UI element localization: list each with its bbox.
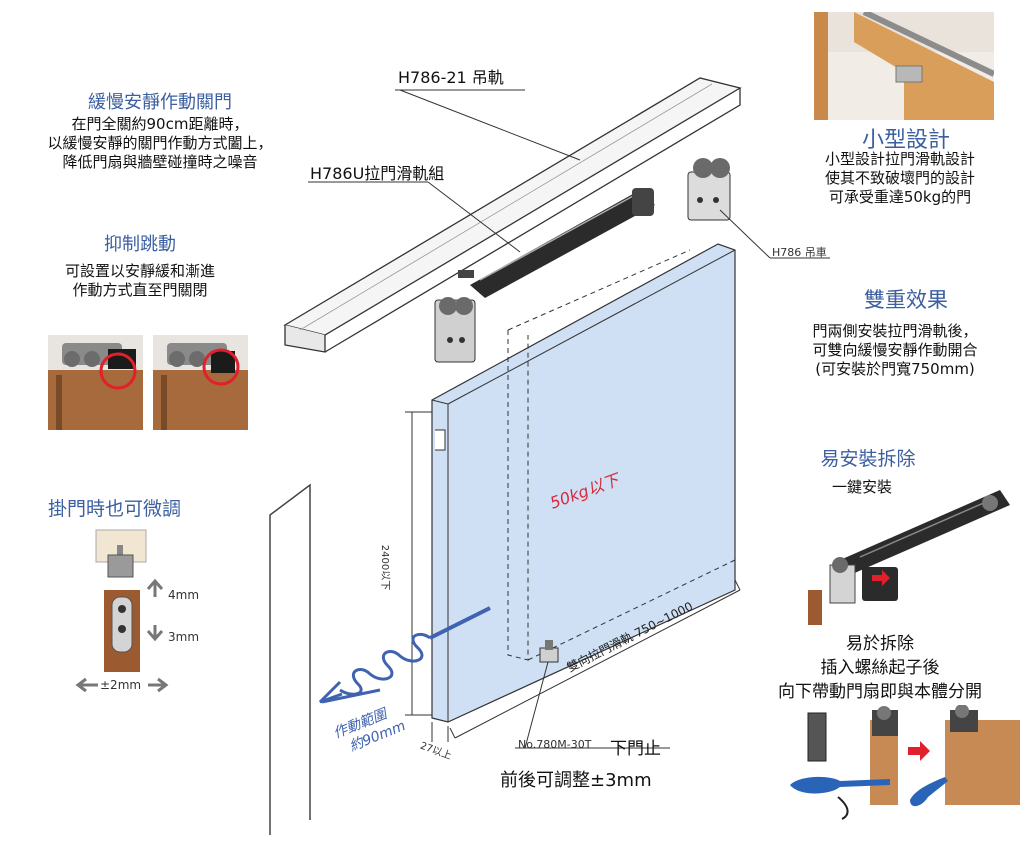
- double-title: 雙重效果: [864, 288, 948, 312]
- stop-label: 下門止: [610, 739, 661, 759]
- easy-line-3: 向下帶動門扇即與本體分開: [778, 682, 982, 702]
- compact-line-3: 可承受重達50kg的門: [828, 188, 972, 206]
- compact-title: 小型設計: [861, 128, 950, 153]
- hanger-label: H786 吊車: [772, 246, 827, 259]
- anti-bounce-line-2: 作動方式直至門關閉: [72, 281, 208, 299]
- anti-bounce-photo-2: [153, 335, 248, 430]
- rail-label: H786-21 吊軌: [398, 68, 504, 87]
- stop-model-label: No.780M-30T: [518, 738, 592, 751]
- adjust-up-label: 4mm: [168, 588, 200, 602]
- slider-set-label: H786U拉門滑軌組: [310, 164, 445, 183]
- soft-close-title: 緩慢安靜作動關門: [88, 92, 232, 113]
- anti-bounce-photos: [48, 335, 248, 430]
- double-line-1: 門兩側安裝拉門滑軌後，: [812, 322, 978, 340]
- double-desc: 門兩側安裝拉門滑軌後， 可雙向緩慢安靜作動開合 (可安裝於門寬750mm): [790, 322, 1000, 379]
- anti-bounce-line-1: 可設置以安靜緩和漸進: [64, 262, 215, 280]
- adjust-down-label: 3mm: [168, 630, 200, 644]
- soft-close-line-1: 在門全關約90cm距離時，: [71, 115, 249, 133]
- door-panel: [431, 243, 736, 723]
- anti-bounce-desc: 可設置以安靜緩和漸進 作動方式直至門關閉: [40, 262, 240, 300]
- easy-line-1: 易於拆除: [846, 634, 914, 654]
- slider-leader: [427, 181, 521, 253]
- soft-close-desc: 在門全關約90cm距離時， 以緩慢安靜的關門作動方式闔上， 降低門扇與牆壁碰撞時…: [10, 115, 310, 172]
- double-line-2: 可雙向緩慢安靜作動開合: [812, 341, 978, 359]
- rail-leader: [399, 89, 581, 161]
- removal-illustration: [790, 705, 1020, 820]
- hanger-part: [687, 158, 731, 221]
- anti-bounce-photo-1: [48, 335, 143, 430]
- adjust-side-label: ±2mm: [100, 678, 142, 692]
- stop-adjust-label: 前後可調整±3mm: [500, 770, 652, 791]
- wall-outline: [269, 483, 311, 835]
- soft-close-line-2: 以緩慢安靜的關門作動方式闔上，: [47, 134, 273, 152]
- height-label: 2400以下: [379, 544, 391, 591]
- easy-subtitle: 一鍵安裝: [832, 478, 893, 496]
- range-wave: [318, 606, 491, 704]
- compact-line-2: 使其不致破壞門的設計: [824, 169, 975, 187]
- easy-desc: 易於拆除 插入螺絲起子後 向下帶動門扇即與本體分開: [740, 632, 1020, 704]
- easy-line-2: 插入螺絲起子後: [820, 658, 940, 678]
- compact-desc: 小型設計拉門滑軌設計 使其不致破壞門的設計 可承受重達50kg的門: [800, 150, 1000, 207]
- compact-photo: [814, 12, 994, 120]
- slider-assembly: [434, 188, 655, 363]
- fine-adjust-title: 掛門時也可微調: [48, 498, 182, 520]
- easy-install-illustration: [808, 490, 1010, 625]
- fine-adjust-illustration: [75, 529, 169, 693]
- top-rail: [283, 77, 742, 353]
- double-line-3: (可安裝於門寬750mm): [815, 360, 975, 378]
- compact-line-1: 小型設計拉門滑軌設計: [824, 150, 975, 168]
- anti-bounce-title: 抑制跳動: [104, 234, 176, 255]
- soft-close-line-3: 降低門扇與牆壁碰撞時之噪音: [62, 153, 258, 171]
- floor-stop: [539, 640, 559, 663]
- easy-title: 易安裝拆除: [820, 448, 916, 470]
